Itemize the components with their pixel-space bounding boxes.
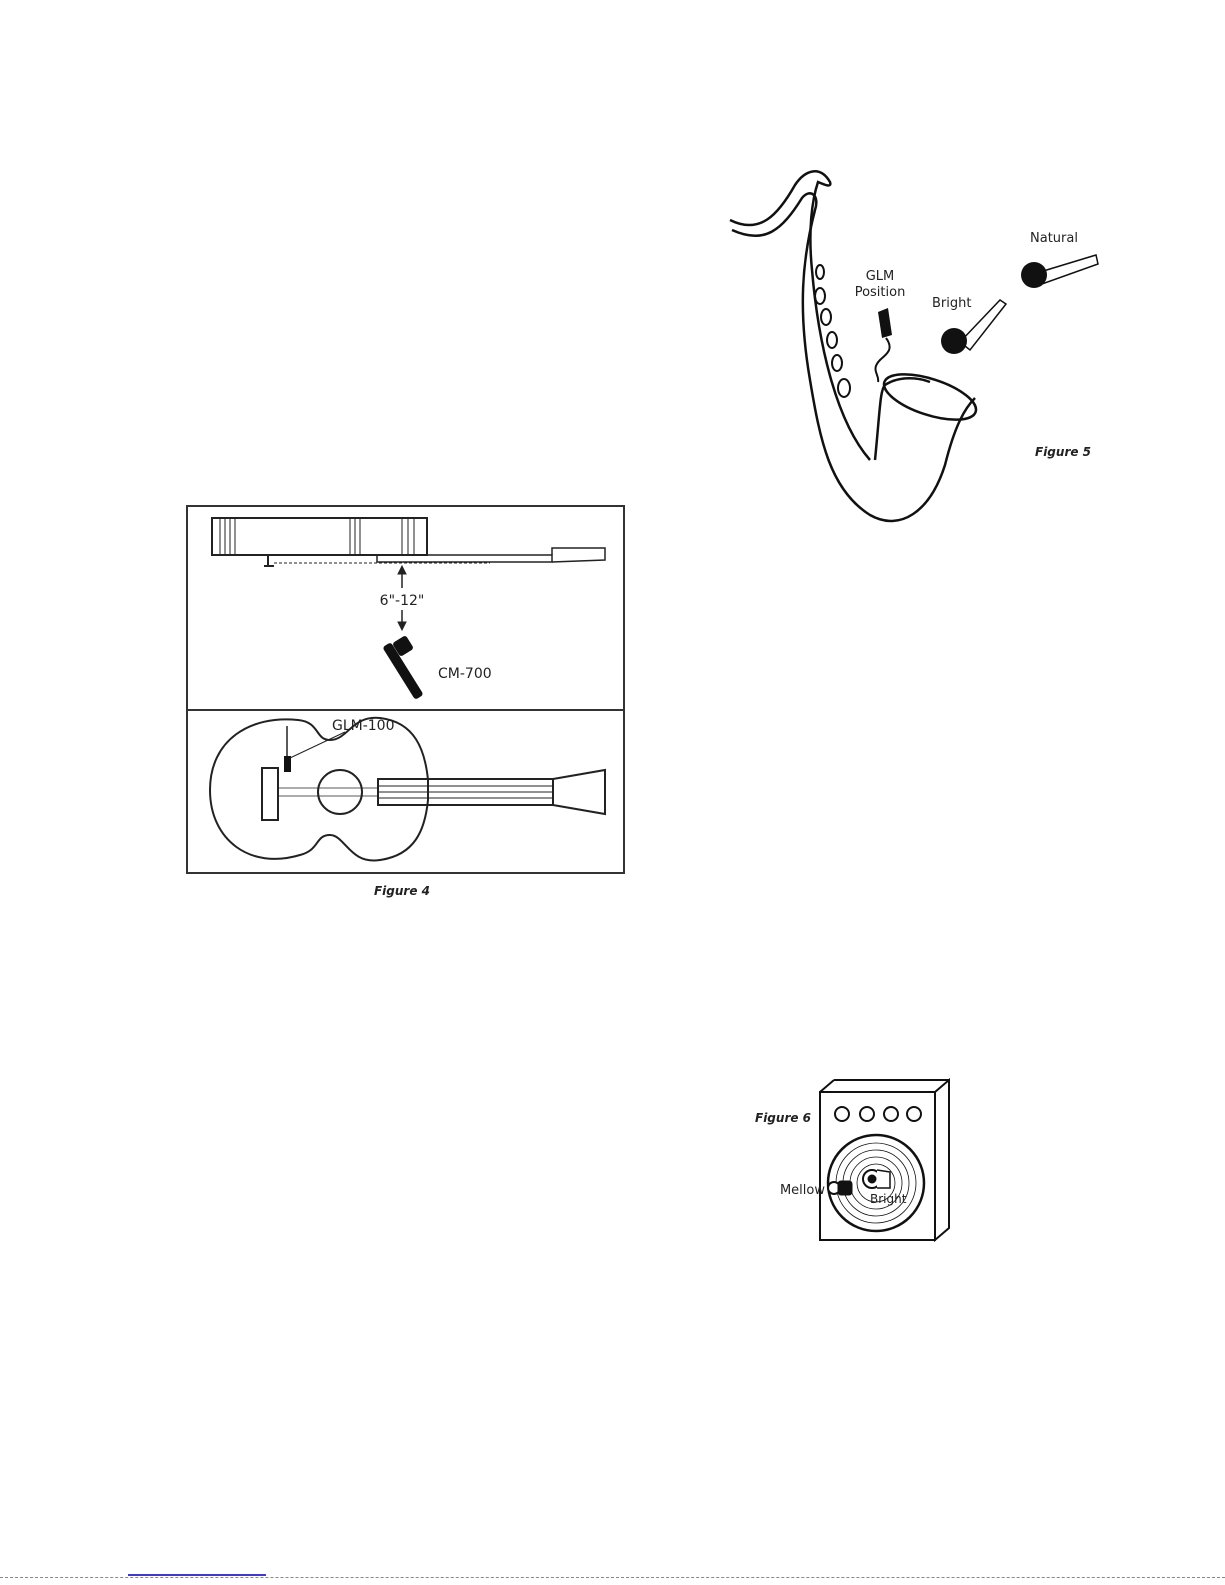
amp-knobs <box>835 1107 921 1121</box>
figure-5: GLM Position Bright Natural Figure 5 <box>720 160 1110 550</box>
cm700-mic <box>382 635 423 700</box>
figure-6: Mellow Bright Figure 6 <box>745 1070 965 1250</box>
glm100-label: GLM-100 <box>332 718 395 734</box>
mellow-label: Mellow <box>780 1183 825 1198</box>
cm700-label: CM-700 <box>438 666 492 682</box>
amplifier-cabinet <box>820 1080 949 1240</box>
natural-label: Natural <box>1030 231 1078 246</box>
guitar-top-view <box>210 718 605 861</box>
guitar-side-view <box>212 518 605 566</box>
figure-4: 6"-12" CM-700 GLM-100 Figure 4 <box>180 500 630 910</box>
glm-position-label-1: GLM <box>866 269 895 284</box>
glm-position-label-2: Position <box>855 285 906 300</box>
page-footer-rule <box>0 1577 1225 1578</box>
glm100-clip <box>284 756 291 772</box>
footer-link-underline[interactable] <box>128 1574 266 1576</box>
bright-label-fig5: Bright <box>932 296 971 311</box>
distance-label: 6"-12" <box>380 593 425 609</box>
natural-mic <box>1021 255 1098 288</box>
glm-clip <box>875 308 892 382</box>
figure-4-caption: Figure 4 <box>374 884 430 898</box>
bright-mic-amp <box>863 1170 890 1188</box>
mellow-mic-amp <box>828 1181 852 1195</box>
figure-5-caption: Figure 5 <box>1035 445 1091 459</box>
figure-6-caption: Figure 6 <box>755 1111 811 1125</box>
bright-label-fig6: Bright <box>870 1192 907 1206</box>
